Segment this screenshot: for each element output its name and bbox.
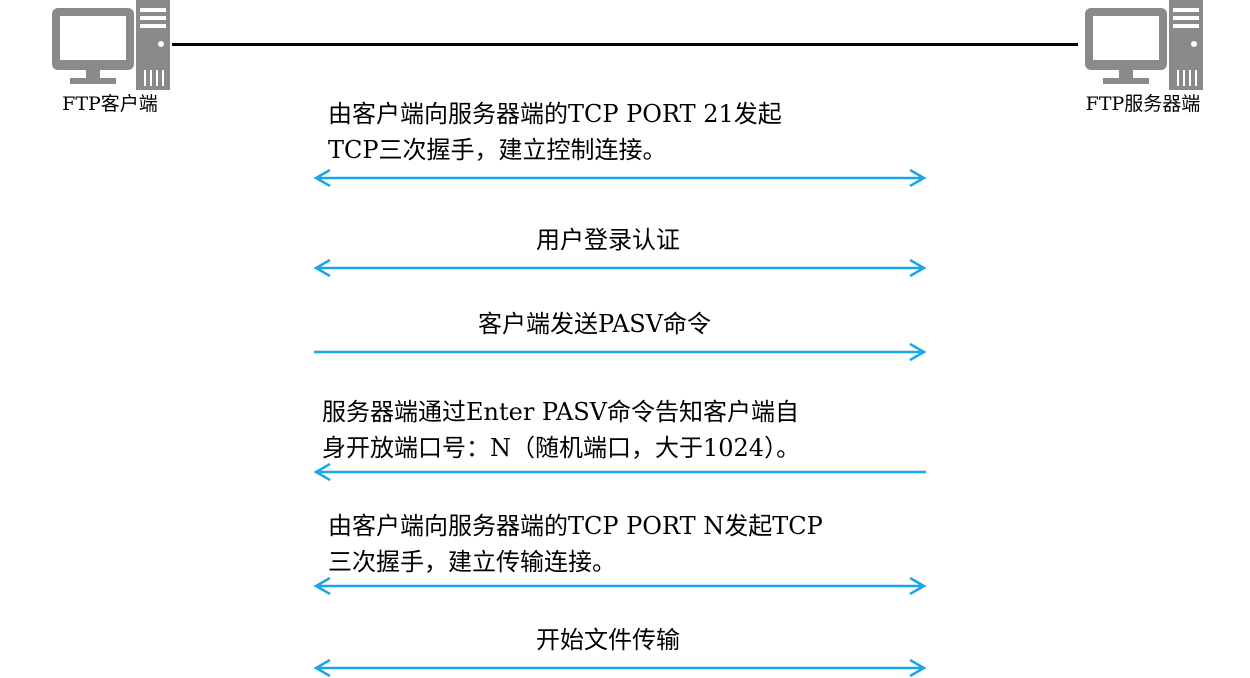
step-1-text: 由客户端向服务器端的TCP PORT 21发起 TCP三次握手，建立控制连接。 xyxy=(328,100,782,164)
step-2-arrow xyxy=(313,258,927,278)
step-3-text: 客户端发送PASV命令 xyxy=(478,310,712,338)
client-label: FTP客户端 xyxy=(62,93,158,115)
desktop-computer-icon xyxy=(52,0,170,90)
step-6-arrow xyxy=(313,658,927,678)
connection-line xyxy=(172,43,1078,46)
step-4-text: 服务器端通过Enter PASV命令告知客户端自 身开放端口号：N（随机端口，大… xyxy=(322,398,801,462)
step-5-arrow xyxy=(313,576,927,596)
step-1-arrow xyxy=(313,168,927,188)
ftp-client-node: FTP客户端 xyxy=(40,0,180,116)
desktop-computer-icon xyxy=(1085,0,1203,90)
step-2-text: 用户登录认证 xyxy=(536,226,680,254)
server-label: FTP服务器端 xyxy=(1085,93,1201,115)
step-4-arrow xyxy=(313,462,926,482)
step-3-arrow xyxy=(314,342,927,362)
step-5-text: 由客户端向服务器端的TCP PORT N发起TCP 三次握手，建立传输连接。 xyxy=(328,512,823,576)
ftp-server-node: FTP服务器端 xyxy=(1058,0,1228,116)
step-6-text: 开始文件传输 xyxy=(536,626,680,654)
